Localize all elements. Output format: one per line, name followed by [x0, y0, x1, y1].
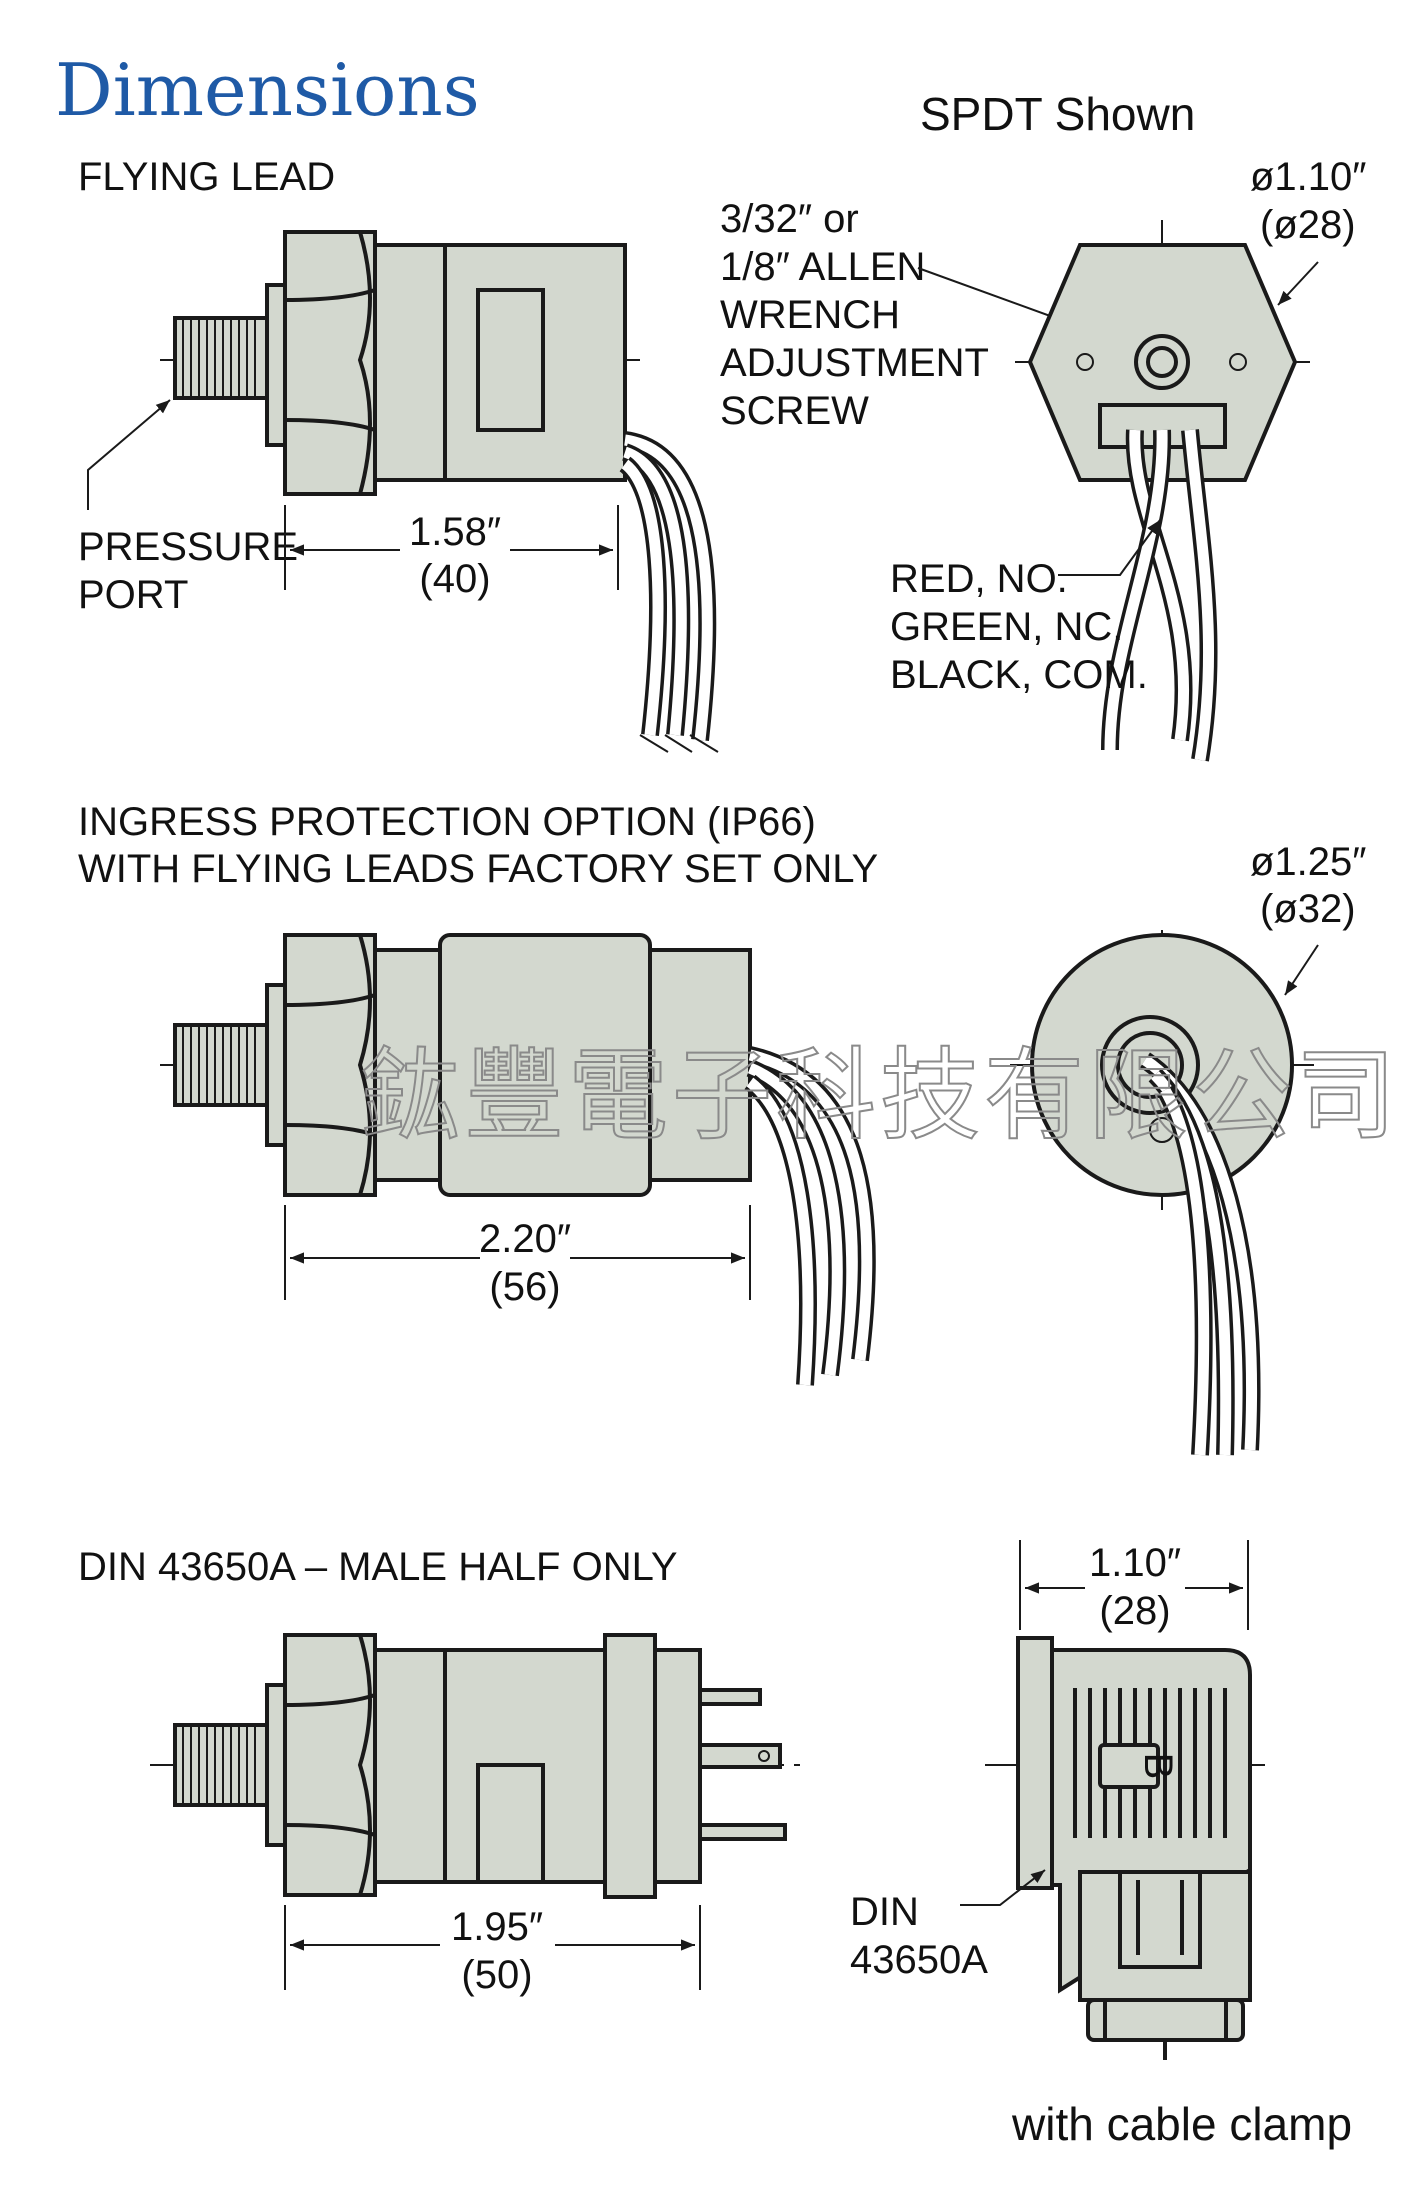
- din-width-mm: (28): [1099, 1589, 1170, 1633]
- wrench-text-2: 1/8″ ALLEN: [720, 245, 925, 289]
- pressure-port-label-2: PORT: [78, 573, 188, 617]
- wrench-text-5: SCREW: [720, 389, 869, 433]
- wire-green-label: GREEN, NC.: [890, 605, 1123, 649]
- cable-clamp-caption: with cable clamp: [1011, 2098, 1352, 2150]
- pressure-port: [173, 316, 269, 400]
- din-length-in: 1.95″: [451, 1905, 543, 1949]
- flying-lead-side-view: [160, 230, 719, 753]
- ingress-diameter-mm: (ø32): [1260, 887, 1356, 931]
- din-label-leader: [960, 1869, 1046, 1906]
- din-label: DIN: [850, 1890, 919, 1934]
- ingress-heading-2: WITH FLYING LEADS FACTORY SET ONLY: [78, 847, 878, 891]
- pressure-port-leader: [87, 399, 171, 510]
- dimension-flying-lead-length: 1.58″ (40): [284, 505, 619, 601]
- wrench-text-1: 3/32″ or: [720, 197, 859, 241]
- spdt-end-view: [1015, 220, 1310, 762]
- wrench-text-3: WRENCH: [720, 293, 900, 337]
- pressure-port-label: PRESSURE: [78, 525, 298, 569]
- watermark: 鈜豐電子科技有限公司: [360, 1037, 1400, 1154]
- dimension-ingress-length: 2.20″ (56): [284, 1205, 751, 1309]
- din-length-mm: (50): [461, 1953, 532, 1997]
- din-cable-clamp: [1078, 1870, 1252, 2002]
- ingress-end-view: [1010, 930, 1320, 1456]
- din-side-view: [150, 1633, 800, 1899]
- din-label-2: 43650A: [850, 1938, 988, 1982]
- din-heading: DIN 43650A – MALE HALF ONLY: [78, 1545, 678, 1589]
- wire-color-leader: [1058, 519, 1161, 576]
- wire-black-label: BLACK, COM.: [890, 653, 1148, 697]
- spdt-heading: SPDT Shown: [920, 88, 1195, 140]
- flying-lead-length-in: 1.58″: [409, 510, 501, 554]
- wrench-text-4: ADJUSTMENT: [720, 341, 989, 385]
- din-width-in: 1.10″: [1089, 1541, 1181, 1585]
- ingress-length-mm: (56): [489, 1265, 560, 1309]
- wire-red-label: RED, NO.: [890, 557, 1068, 601]
- spdt-hex-body: [1027, 243, 1298, 482]
- spdt-diameter-mm: (ø28): [1260, 203, 1356, 247]
- ingress-heading: INGRESS PROTECTION OPTION (IP66): [78, 800, 816, 844]
- din-mark: B: [1136, 1753, 1180, 1780]
- flying-lead-length-mm: (40): [419, 557, 490, 601]
- spdt-diameter-in: ø1.10″: [1250, 155, 1366, 199]
- din-connector-view: B: [985, 1636, 1265, 2060]
- switch-housing: [373, 243, 627, 482]
- page-title: Dimensions: [55, 48, 480, 132]
- ingress-length-in: 2.20″: [479, 1217, 571, 1261]
- flying-lead-heading: FLYING LEAD: [78, 155, 335, 199]
- dimension-din-length: 1.95″ (50): [284, 1905, 701, 1997]
- dimension-din-width: 1.10″ (28): [1019, 1540, 1249, 1633]
- ingress-side-view: [160, 933, 876, 1386]
- din-gasket: [1016, 1636, 1054, 1890]
- ingress-diameter-in: ø1.25″: [1250, 840, 1366, 884]
